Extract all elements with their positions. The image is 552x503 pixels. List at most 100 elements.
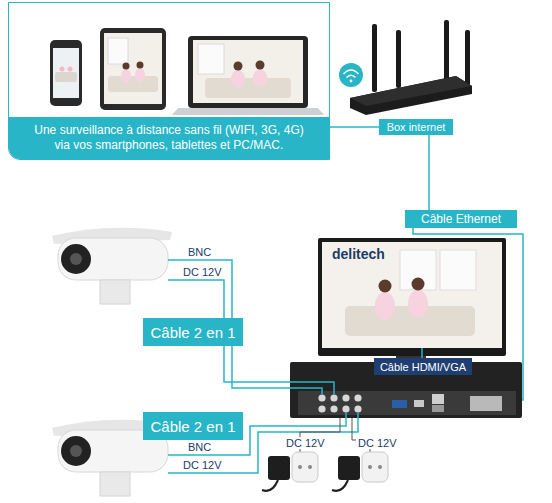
wifi-dot [350, 80, 353, 83]
cable-label: Câble 2 en 1 [143, 318, 243, 346]
wifi-icon [339, 63, 363, 87]
laptop-screen [193, 40, 303, 103]
camera-lens-core [70, 253, 82, 265]
child-head [256, 61, 265, 70]
dvr-back-panel [298, 391, 516, 415]
antenna [372, 24, 377, 92]
band-text: Câble Ethernet [421, 212, 501, 226]
window [440, 250, 476, 290]
hdmi-port [414, 400, 424, 407]
brand-logo: delitech [330, 246, 387, 262]
cable-label: Câble 2 en 1 [143, 412, 243, 440]
adapter-block [268, 456, 290, 480]
camera-mount [100, 280, 130, 304]
sofa [108, 76, 158, 92]
bnc-port [318, 394, 325, 401]
band-text: Câble 2 en 1 [150, 324, 235, 341]
child-figure [121, 69, 131, 83]
child-head [379, 280, 392, 293]
wifi-wave [347, 75, 356, 77]
tablet [100, 28, 166, 110]
adapter-cord [262, 480, 278, 491]
power-adapter [332, 452, 388, 491]
wall-socket [362, 452, 388, 482]
antenna [444, 20, 449, 82]
camera-mount [100, 472, 130, 496]
phone-body [50, 40, 82, 106]
child-head [234, 62, 243, 71]
tablet-body [100, 28, 166, 110]
signal-name: DC 12V [181, 266, 224, 278]
monitor-frame [318, 238, 506, 356]
power-adapter [262, 452, 318, 491]
phone-screen [53, 48, 79, 98]
wall-socket [292, 452, 318, 482]
child-figure [231, 70, 245, 88]
cable-label: Câble HDMI/VGA [374, 358, 472, 375]
router [350, 20, 472, 115]
child-head [137, 62, 144, 69]
bnc-port [354, 394, 361, 401]
sofa [55, 72, 77, 82]
band-text: Câble 2 en 1 [150, 418, 235, 435]
child-figure [375, 292, 395, 320]
ethernet-port [432, 394, 444, 404]
signal-name: BNC [186, 441, 213, 453]
band-text: Box internet [387, 121, 446, 133]
monitor-screen [322, 242, 502, 348]
socket-pin [368, 465, 372, 469]
signal-name: BNC [186, 246, 213, 258]
child-figure [408, 290, 428, 318]
child-figure [253, 69, 267, 87]
adapter-block [338, 456, 360, 480]
cable-connector [428, 135, 430, 210]
bnc-port [342, 394, 349, 401]
child-head [123, 63, 130, 70]
window [198, 44, 224, 74]
router-top [350, 76, 472, 106]
window [400, 250, 436, 290]
signal-name: DC 12V [181, 459, 224, 471]
router-body [350, 76, 472, 115]
antenna [396, 30, 401, 88]
caption-band: Une surveillance à distance sans fil (WI… [9, 117, 329, 159]
sofa [205, 78, 291, 98]
socket-pin [378, 465, 382, 469]
child-figure [60, 67, 65, 72]
laptop [172, 36, 324, 115]
monitor [318, 238, 506, 362]
camera-body [58, 238, 168, 280]
usb-port [432, 405, 444, 412]
window [108, 38, 128, 64]
socket-pin [298, 465, 302, 469]
cable-label: Câble Ethernet [405, 210, 517, 228]
socket-pin [308, 465, 312, 469]
laptop-base [172, 108, 324, 115]
bnc-port [330, 394, 337, 401]
signal-name: DC 12V [284, 437, 327, 449]
laptop-lid [188, 36, 308, 108]
child-figure [68, 67, 73, 72]
child-head [412, 278, 425, 291]
remote-viewing-panel: Une surveillance à distance sans fil (WI… [8, 2, 330, 160]
cable-connector [330, 126, 379, 128]
band-text: Câble HDMI/VGA [380, 361, 466, 373]
dvr-sticker [470, 396, 502, 411]
wifi-disc [339, 63, 363, 87]
smartphone [50, 40, 82, 106]
bnc-port [330, 405, 337, 412]
antenna [465, 30, 470, 86]
device-label: Box internet [379, 119, 453, 135]
bnc-port [354, 405, 361, 412]
camera-lens [61, 244, 91, 274]
child-figure [135, 68, 145, 82]
wifi-wave [344, 70, 359, 74]
camera [52, 228, 172, 304]
adapter-cord [332, 480, 348, 491]
camera-lens-core [70, 445, 82, 457]
